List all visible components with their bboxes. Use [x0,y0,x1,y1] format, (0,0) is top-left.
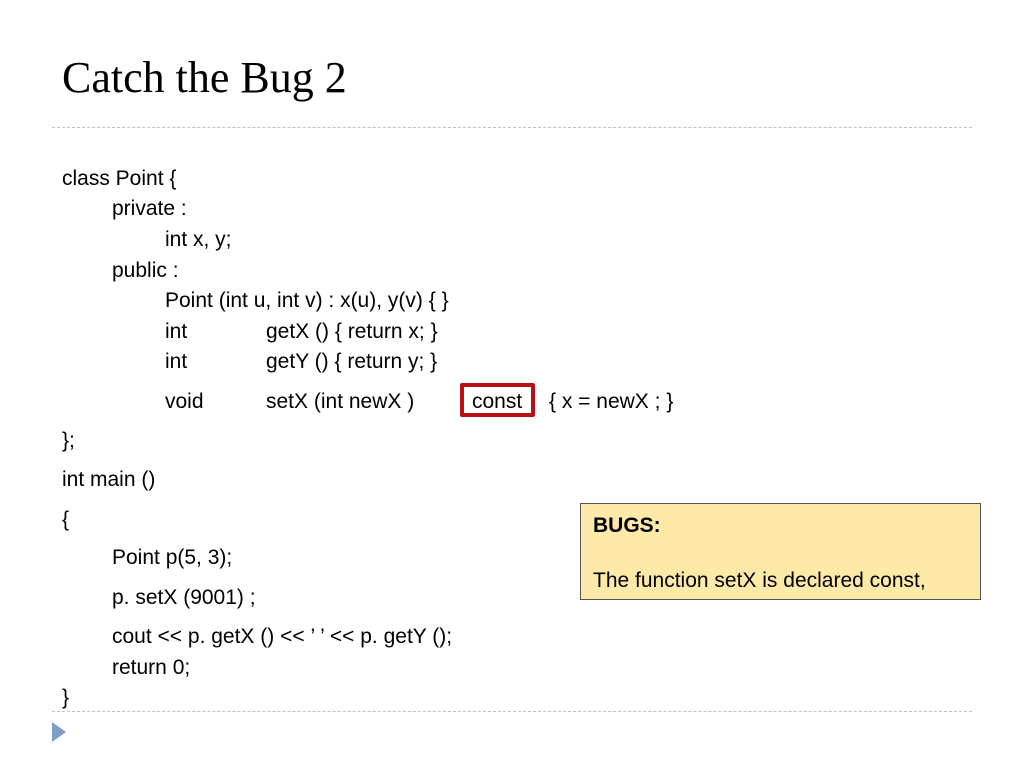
slide-title: Catch the Bug 2 [62,53,347,102]
code-line-main-decl: int main () [62,468,156,491]
bugs-description: The function setX is declared const, [593,569,926,592]
code-setx-signature: setX (int newX ) [266,390,415,413]
code-getx-body: getX () { return x; } [266,320,438,343]
code-line-class-decl: class Point { [62,167,177,190]
code-gety-body: getY () { return y; } [266,350,438,373]
code-line-main-open: { [62,508,70,531]
const-highlight-box [460,383,535,417]
bugs-callout: BUGS: The function setX is declared cons… [580,503,981,600]
code-line-class-end: }; [62,429,75,452]
code-line-cout: cout << p. getX () << ’ ’ << p. getY (); [112,625,453,648]
footer-divider [52,711,972,712]
code-line-fields: int x, y; [165,228,232,251]
title-divider [52,127,972,128]
bugs-heading: BUGS: [593,514,661,537]
code-setx-const-keyword: const [472,390,523,413]
code-line-setx-call: p. setX (9001) ; [112,586,256,609]
code-line-public: public : [112,259,179,282]
play-triangle-icon[interactable] [52,722,66,742]
code-getx-type: int [165,320,188,343]
code-line-private: private : [112,197,187,220]
code-setx-body: { x = newX ; } [549,390,674,413]
code-setx-type: void [165,390,204,413]
code-gety-type: int [165,350,188,373]
code-line-object-decl: Point p(5, 3); [112,546,233,569]
code-line-return: return 0; [112,656,191,679]
code-line-main-close: } [62,686,70,709]
code-line-constructor: Point (int u, int v) : x(u), y(v) { } [165,289,449,312]
